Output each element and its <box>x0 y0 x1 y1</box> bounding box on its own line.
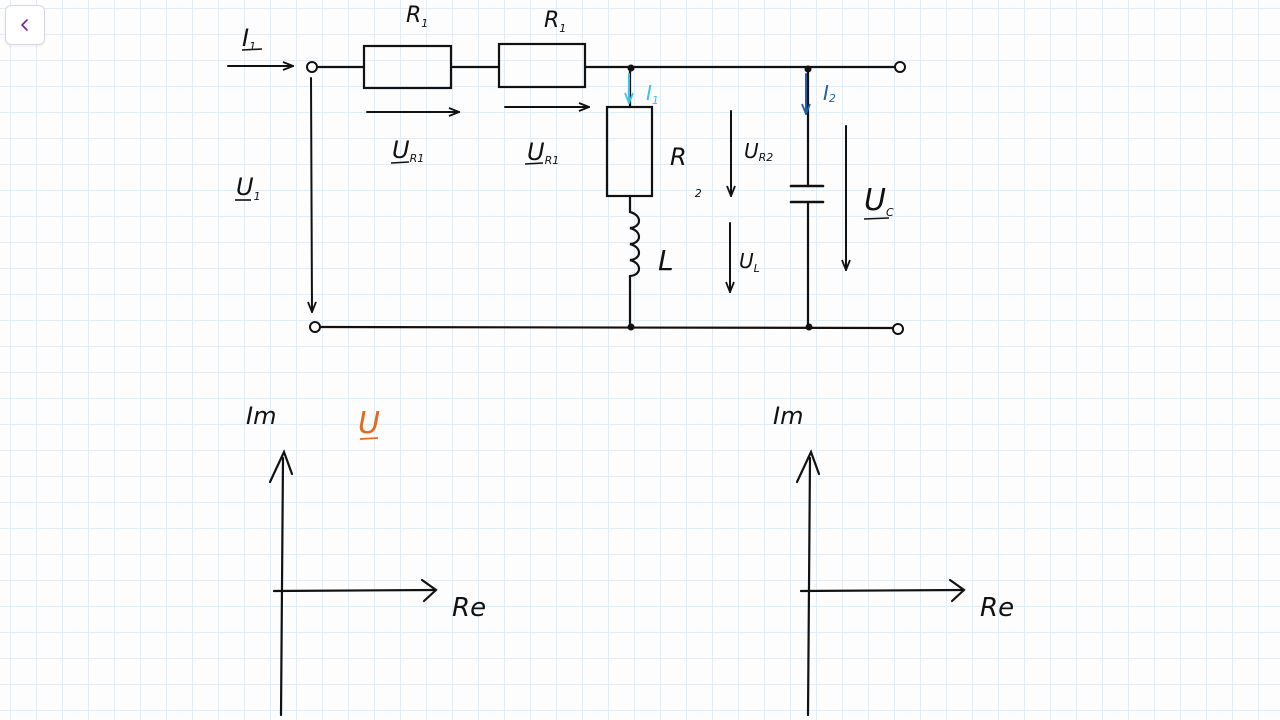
arrow-input-voltage <box>311 77 312 312</box>
label-underlines <box>235 48 890 220</box>
label-voltage-c: UC <box>864 183 894 219</box>
phasor-1-imag-label: Im <box>246 402 276 430</box>
phasor-2-real-label: Re <box>980 593 1014 623</box>
node-dot <box>627 323 635 331</box>
phasor-diagram-2 <box>795 449 966 717</box>
imag-axis <box>806 456 812 717</box>
phasor-1-marker-underline <box>359 437 379 440</box>
real-axis <box>799 588 964 593</box>
inductor-coil <box>628 210 641 278</box>
back-button[interactable] <box>5 5 45 45</box>
real-axis <box>272 588 436 593</box>
terminal-output-bottom <box>892 323 904 335</box>
terminals <box>306 61 906 335</box>
phasor-diagram-1 <box>268 449 438 717</box>
label-resistor-r2: R2 <box>670 143 702 200</box>
terminal-input-bottom <box>309 321 321 333</box>
circuit-labels: I1 R1 R1 UR1 UR1 U1 I1 I2 R2 UR2 L UL UC <box>236 3 894 277</box>
resistor-r1-b <box>497 42 587 89</box>
node-dot <box>805 323 813 331</box>
label-voltage-r2: UR2 <box>744 139 773 164</box>
node-dot <box>804 65 812 73</box>
imag-axis-arrowhead <box>268 449 294 484</box>
bottom-wire <box>318 325 895 330</box>
imag-axis <box>279 456 285 717</box>
real-axis-arrowhead <box>420 578 438 603</box>
label-resistor-r1-b: R1 <box>544 8 566 35</box>
label-inductor: L <box>658 244 674 277</box>
terminal-output-top <box>894 61 906 73</box>
resistor-r1-a <box>362 44 453 90</box>
label-voltage-r1: UR1 <box>392 136 424 165</box>
terminal-input-top <box>306 61 318 73</box>
label-resistor-r1-a: R1 <box>406 3 428 30</box>
label-voltage-r1-b: UR1 <box>527 138 559 167</box>
resistor-r2 <box>605 105 654 198</box>
label-current-i1: I1 <box>646 81 659 107</box>
phasor-2-imag-label: Im <box>773 402 803 430</box>
real-axis-arrowhead <box>948 578 966 603</box>
circuit-schematic <box>316 42 897 330</box>
imag-axis-arrowhead <box>795 449 821 484</box>
label-voltage-l: UL <box>739 249 760 275</box>
arrows <box>227 66 846 312</box>
node-dot <box>627 64 635 72</box>
label-current-i2: I2 <box>823 81 836 105</box>
label-input-current: I1 <box>242 24 256 53</box>
chevron-left-icon <box>21 19 28 31</box>
phasor-1-real-label: Re <box>452 593 486 623</box>
phasor-1-voltage-marker: U <box>358 406 380 441</box>
label-input-voltage: U1 <box>236 173 261 203</box>
